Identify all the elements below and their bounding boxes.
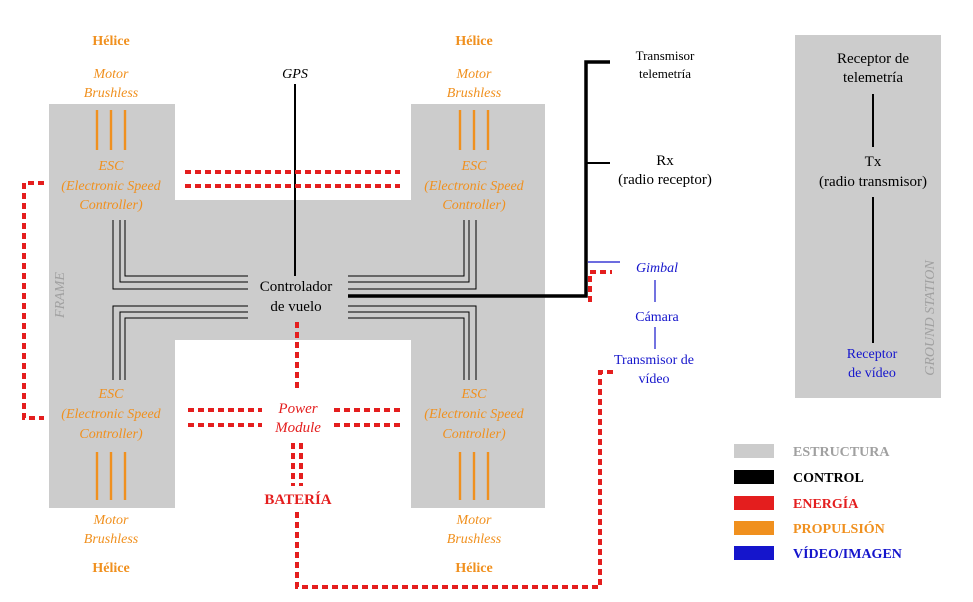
esc-upper-right-line2: (Electronic Speed	[424, 179, 524, 194]
esc-upper-left-line3: Controller)	[79, 198, 143, 213]
gps-label: GPS	[282, 67, 308, 82]
battery-label: BATERÍA	[264, 491, 331, 508]
motor-upper-right-line1: Motor	[456, 67, 493, 82]
esc-upper-right-line3: Controller)	[442, 198, 506, 213]
legend-label-control: CONTROL	[793, 471, 864, 486]
camera-label: Cámara	[635, 310, 679, 325]
legend-swatch-control	[734, 470, 774, 484]
motor-upper-left-line2: Brushless	[84, 86, 139, 101]
esc-lower-left-line3: Controller)	[79, 427, 143, 442]
energy-lines	[22, 170, 614, 589]
esc-upper-left-line2: (Electronic Speed	[61, 179, 161, 194]
ground-video-rx-line2: de vídeo	[848, 366, 896, 381]
legend-label-structure: ESTRUCTURA	[793, 445, 890, 460]
telemetry-tx-line2: telemetría	[639, 66, 691, 81]
esc-lower-right-line3: Controller)	[442, 427, 506, 442]
motor-lower-left-line2: Brushless	[84, 532, 139, 547]
legend-label-video: VÍDEO/IMAGEN	[793, 545, 902, 562]
esc-lower-right-line1: ESC	[461, 387, 488, 402]
motor-upper-right-line2: Brushless	[447, 86, 502, 101]
video-tx-line1: Transmisor de	[614, 353, 694, 368]
frame-label: FRAME	[53, 272, 68, 319]
flight-controller-line1: Controlador	[260, 279, 333, 295]
esc-upper-right-line1: ESC	[461, 159, 488, 174]
frame-structure	[49, 104, 545, 508]
ground-telemetry-rx-line2: telemetría	[843, 70, 903, 86]
power-module-line1: Power	[277, 401, 317, 417]
video-lines	[588, 261, 656, 349]
propeller-lower-left: Hélice	[92, 561, 129, 576]
ground-tx-line2: (radio transmisor)	[819, 174, 927, 190]
legend-swatch-energy	[734, 496, 774, 510]
gimbal-label: Gimbal	[636, 261, 678, 276]
motor-bars	[95, 110, 490, 500]
telemetry-tx-line1: Transmisor	[636, 48, 695, 63]
motor-lower-left-line1: Motor	[93, 513, 130, 528]
ground-video-rx-line1: Receptor	[847, 347, 898, 362]
legend-label-energy: ENERGÍA	[793, 495, 859, 512]
propeller-lower-right: Hélice	[455, 561, 492, 576]
esc-lower-right-line2: (Electronic Speed	[424, 407, 524, 422]
motor-upper-left-line1: Motor	[93, 67, 130, 82]
propeller-upper-left: Hélice	[92, 34, 129, 49]
esc-lower-left-line2: (Electronic Speed	[61, 407, 161, 422]
control-lines	[112, 60, 874, 380]
legend-swatch-propulsion	[734, 521, 774, 535]
rx-line1: Rx	[656, 153, 674, 169]
legend: ESTRUCTURA CONTROL ENERGÍA PROPULSIÓN VÍ…	[734, 444, 902, 562]
esc-upper-left-line1: ESC	[98, 159, 125, 174]
ground-station-label: GROUND STATION	[923, 260, 938, 376]
motor-lower-right-line2: Brushless	[447, 532, 502, 547]
ground-telemetry-rx-line1: Receptor de	[837, 51, 909, 67]
esc-lower-left-line1: ESC	[98, 387, 125, 402]
rx-line2: (radio receptor)	[618, 172, 712, 188]
legend-swatch-structure	[734, 444, 774, 458]
controller-to-radio-link	[348, 60, 610, 298]
legend-swatch-video	[734, 546, 774, 560]
ground-tx-line1: Tx	[865, 154, 882, 170]
legend-label-propulsion: PROPULSIÓN	[793, 520, 885, 537]
motor-lower-right-line1: Motor	[456, 513, 493, 528]
power-module-line2: Module	[274, 420, 321, 436]
ground-station-box	[795, 35, 941, 398]
propeller-upper-right: Hélice	[455, 34, 492, 49]
esc-to-controller-bus	[112, 220, 477, 380]
video-tx-line2: vídeo	[638, 372, 669, 387]
flight-controller-line2: de vuelo	[270, 299, 321, 315]
